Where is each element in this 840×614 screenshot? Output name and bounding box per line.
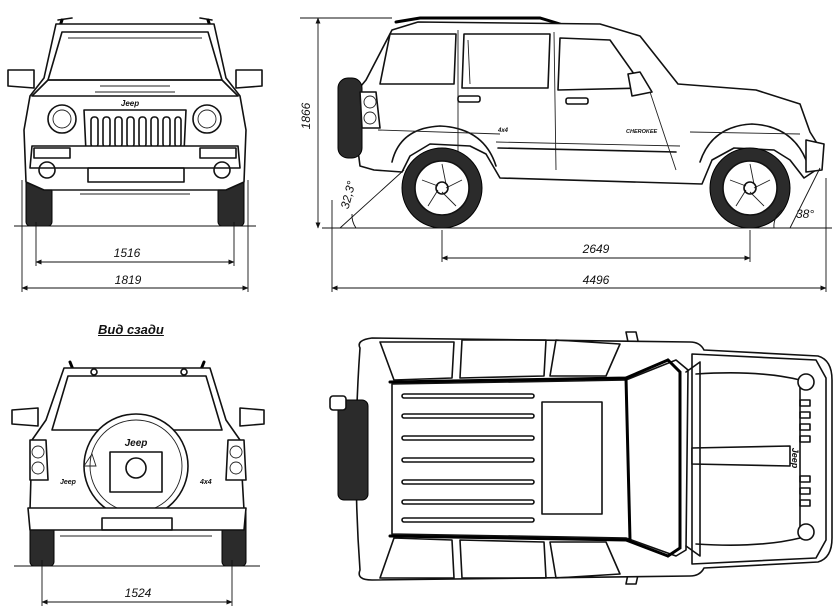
top-hood-badge: Jeep: [790, 448, 800, 469]
rear-view: [11, 360, 265, 606]
rear-track-width-label: 1524: [125, 586, 152, 600]
front-track-width-label: 1516: [114, 246, 141, 260]
front-overall-width-label: 1819: [115, 273, 142, 287]
rear-left-badge: Jeep: [60, 479, 77, 486]
wheelbase-label: 2649: [582, 242, 610, 256]
rear-right-badge: 4x4: [199, 479, 212, 486]
rear-view-caption: Вид сзади: [98, 322, 164, 337]
front-grille-badge: Jeep: [121, 99, 139, 108]
side-view: [300, 16, 832, 292]
side-model-badge: CHEROKEE: [626, 129, 658, 135]
side-4x4-badge: 4x4: [497, 128, 509, 134]
overall-length-label: 4496: [583, 273, 610, 287]
approach-angle-label: 32,3°: [338, 179, 359, 210]
departure-angle-label: 38°: [796, 207, 814, 221]
side-height-label: 1866: [299, 102, 313, 129]
rear-spare-badge: Jeep: [125, 438, 148, 449]
top-view: [329, 331, 833, 585]
front-view: [7, 17, 263, 292]
